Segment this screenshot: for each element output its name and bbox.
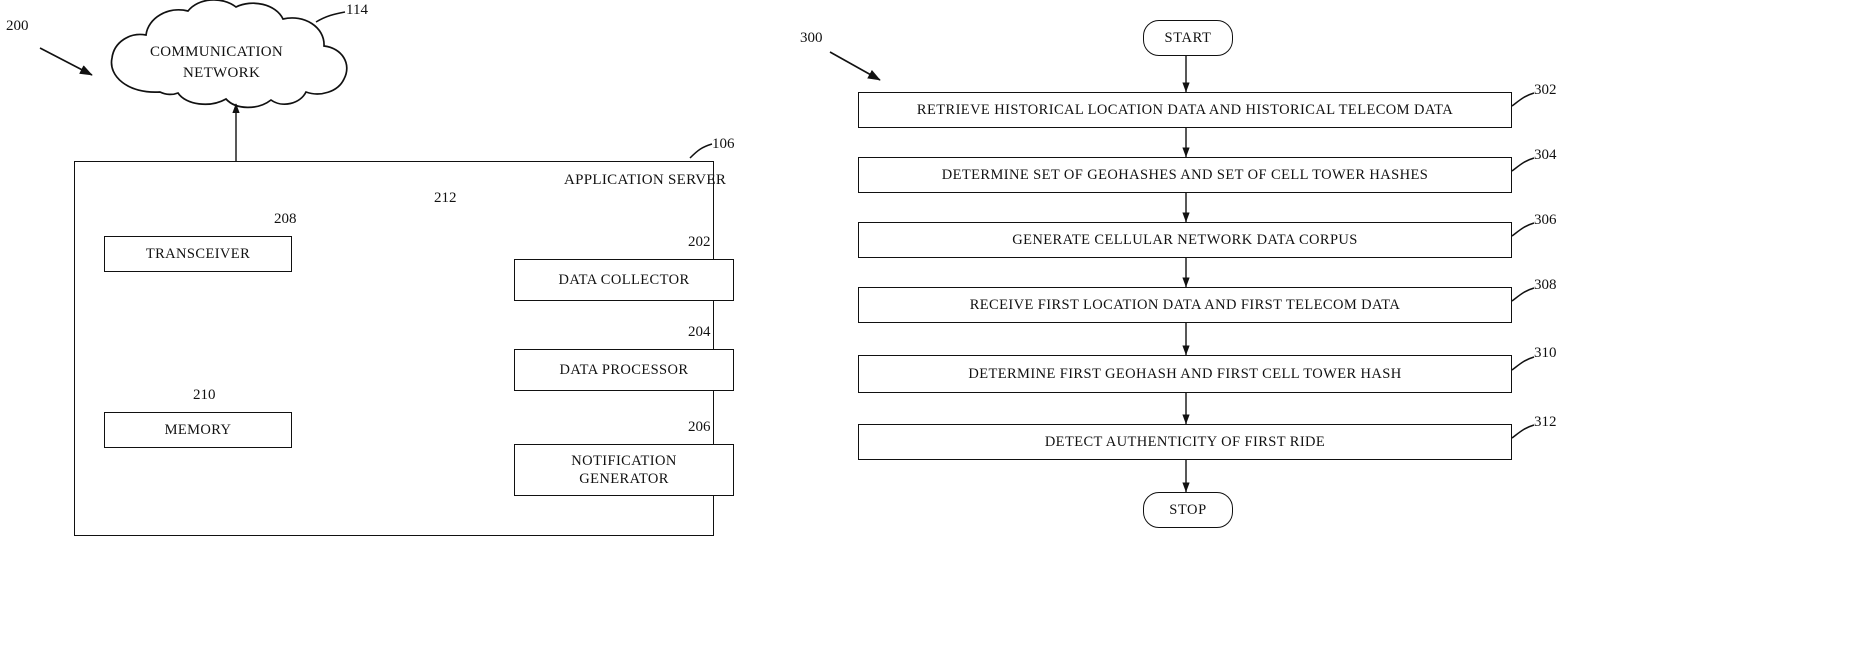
block-memory-reference: 210 — [193, 387, 216, 403]
cloud-reference-114: 114 — [346, 2, 368, 18]
flow-step-304-reference: 304 — [1534, 147, 1557, 163]
flow-step-312[interactable]: DETECT AUTHENTICITY OF FIRST RIDE — [858, 424, 1512, 460]
flow-step-304[interactable]: DETERMINE SET OF GEOHASHES AND SET OF CE… — [858, 157, 1512, 193]
cloud-label-line1: COMMUNICATION — [150, 44, 284, 60]
bus-reference-212: 212 — [434, 190, 457, 206]
block-notification-generator-reference: 206 — [688, 419, 711, 435]
cloud-label-line2: NETWORK — [183, 65, 261, 81]
application-server-reference-106: 106 — [712, 136, 735, 152]
flow-step-306-reference: 306 — [1534, 212, 1557, 228]
flow-step-310-reference: 310 — [1534, 345, 1557, 361]
block-transceiver[interactable]: TRANSCEIVER — [104, 236, 292, 272]
block-data-collector[interactable]: DATA COLLECTOR — [514, 259, 734, 301]
flow-step-308[interactable]: RECEIVE FIRST LOCATION DATA AND FIRST TE… — [858, 287, 1512, 323]
block-data-processor-reference: 204 — [688, 324, 711, 340]
application-server-label: APPLICATION SERVER — [564, 172, 727, 188]
flow-step-310[interactable]: DETERMINE FIRST GEOHASH AND FIRST CELL T… — [858, 355, 1512, 393]
figure-200-reference: 200 — [6, 18, 29, 34]
block-data-collector-reference: 202 — [688, 234, 711, 250]
flow-step-308-reference: 308 — [1534, 277, 1557, 293]
block-data-processor[interactable]: DATA PROCESSOR — [514, 349, 734, 391]
flow-step-302[interactable]: RETRIEVE HISTORICAL LOCATION DATA AND HI… — [858, 92, 1512, 128]
flow-start-terminator[interactable]: START — [1143, 20, 1233, 56]
figure-300-reference: 300 — [800, 30, 823, 46]
flow-step-312-reference: 312 — [1534, 414, 1557, 430]
notification-generator-line2: GENERATOR — [579, 471, 669, 487]
block-transceiver-reference: 208 — [274, 211, 297, 227]
flow-stop-terminator[interactable]: STOP — [1143, 492, 1233, 528]
flow-step-302-reference: 302 — [1534, 82, 1557, 98]
flow-step-306[interactable]: GENERATE CELLULAR NETWORK DATA CORPUS — [858, 222, 1512, 258]
block-memory[interactable]: MEMORY — [104, 412, 292, 448]
block-notification-generator[interactable]: NOTIFICATION GENERATOR — [514, 444, 734, 496]
notification-generator-line1: NOTIFICATION — [571, 452, 677, 469]
